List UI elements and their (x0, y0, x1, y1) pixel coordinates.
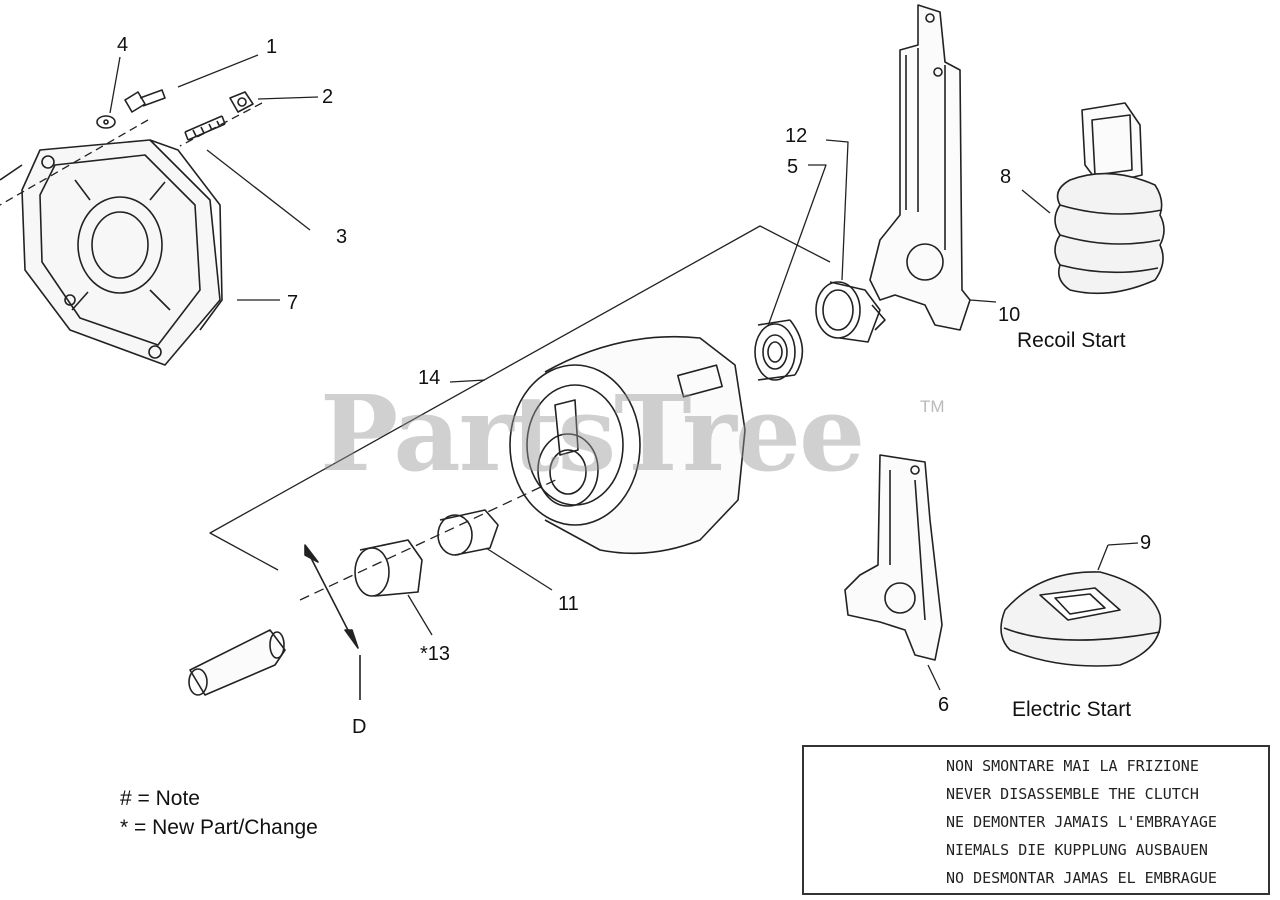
fastener-parts-drawing (96, 89, 254, 141)
callout-2: 2 (322, 86, 334, 108)
legend: # = Note * = New Part/Change (120, 784, 318, 842)
electric-lever-drawing (844, 454, 943, 661)
callout-12: 12 (785, 125, 808, 147)
leader-lines (0, 54, 1139, 691)
watermark: PartsTree (320, 372, 865, 495)
callout-5: 5 (787, 156, 799, 178)
drive-shaft-drawing (188, 629, 286, 696)
callout-14: 14 (418, 367, 441, 389)
legend-note: # = Note (120, 787, 200, 810)
warning-box: NON SMONTARE MAI LA FRIZIONE NEVER DISAS… (802, 745, 1270, 895)
callout-1: 1 (266, 36, 278, 58)
warning-line-de: NIEMALS DIE KUPPLUNG AUSBAUEN (946, 841, 1208, 859)
warning-line-fr: NE DEMONTER JAMAIS L'EMBRAYAGE (946, 813, 1217, 831)
bushings-drawing (354, 509, 499, 597)
ratchet-drawing (815, 281, 886, 343)
callout-9: 9 (1140, 532, 1152, 554)
legend-new-part: * = New Part/Change (120, 816, 318, 839)
callout-7: 7 (287, 292, 299, 314)
callout-8: 8 (1000, 166, 1012, 188)
callout-4: 4 (117, 34, 129, 56)
warning-line-it: NON SMONTARE MAI LA FRIZIONE (946, 757, 1199, 775)
callout-11: 11 (558, 593, 579, 615)
recoil-boot-drawing (1054, 102, 1165, 295)
callout-13: *13 (420, 643, 451, 665)
caption-electric-start: Electric Start (1012, 698, 1132, 721)
callout-10: 10 (998, 304, 1021, 326)
caption-recoil-start: Recoil Start (1017, 329, 1126, 352)
watermark-tm: TM (920, 397, 945, 416)
callout-6: 6 (938, 694, 950, 716)
warning-line-es: NO DESMONTAR JAMAS EL EMBRAGUE (946, 869, 1217, 887)
clutch-housing-drawing (0, 139, 223, 366)
callout-3: 3 (336, 226, 348, 248)
warning-line-en: NEVER DISASSEMBLE THE CLUTCH (946, 785, 1199, 803)
marker-d-drawing (304, 544, 361, 700)
electric-boot-drawing (1000, 571, 1162, 667)
bearing-drawing (754, 319, 804, 381)
clutch-drum-drawing (509, 335, 746, 555)
recoil-lever-drawing (869, 4, 971, 331)
callout-d: D (352, 716, 367, 738)
